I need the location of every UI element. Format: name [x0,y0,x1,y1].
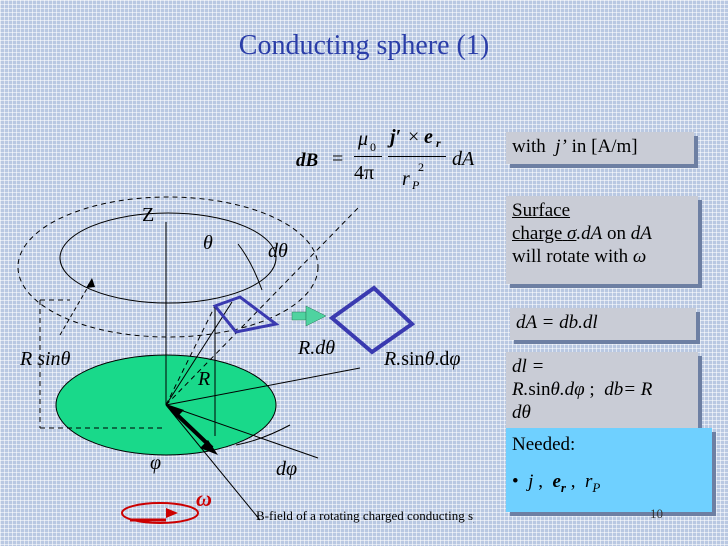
label-theta: θ [203,232,213,254]
rsin-pointer [59,279,93,336]
box-da-eq: dA = db.dl [510,308,696,340]
green-arrow-shaft [291,311,307,321]
formula-e: e [424,126,433,148]
label-rdtheta: R.dθ [298,337,336,359]
label-omega: ω [196,486,212,511]
label-z: Z [142,204,155,226]
formula-r-sub: P [412,178,420,192]
ray-lower-right [165,404,319,459]
dtheta-arc [237,243,263,291]
formula-r: r [402,168,410,190]
formula-eq: = [332,148,344,170]
outer-dashed-ring [17,196,319,338]
formula-times: × [408,126,420,148]
label-phi: φ [150,452,162,474]
label-r: R [198,368,211,390]
biot-savart-formula: dB = μ 0 4π j′ × e r r P 2 dA [296,112,496,202]
radius-to-patch [165,301,233,406]
dashed-radius-1 [165,305,216,406]
label-rsintheta: R sinθ [20,348,71,370]
upper-ring [59,212,277,304]
radius-arrow-head-2 [200,440,218,455]
box-with-j: with j’ in [A/m] [506,132,694,164]
omega-arrow-head [166,508,178,518]
label-dtheta: dθ [268,240,288,262]
dashed-radius-2 [165,207,359,406]
dphi-arc [235,424,291,446]
radius-arrow-head-1 [166,404,184,418]
box-surface-charge: Surface charge σ.dA on dA will rotate wi… [506,196,698,284]
formula-e-sub: r [436,136,441,150]
radius-arrow-shaft [170,408,214,450]
rsin-pointer-head [86,278,95,288]
ray-far [165,367,361,406]
formula-4pi: 4π [354,162,375,184]
ray-bottom [165,404,261,521]
box-dl: dl = R.sinθ.dφ ; db= R dθ [506,352,698,432]
page-number: 10 [650,506,663,521]
enlarged-patch [328,285,416,355]
formula-j: j′ [390,126,402,148]
formula-da: dA [452,148,475,170]
fraction-bar-2 [388,156,446,157]
formula-mu: μ [358,128,369,150]
slide-title: Conducting sphere (1) [238,30,490,61]
formula-mu-sub: 0 [370,140,376,154]
fraction-bar-1 [354,156,382,157]
slide-footer: B-field of a rotating charged conducting… [256,508,474,523]
label-rsinthetadphi: R.sinθ.dφ [384,348,461,370]
formula-r-sq: 2 [418,160,424,174]
surface-patch [212,295,280,334]
green-arrow-head [305,305,327,327]
formula-db: dB [296,150,319,171]
omega-rotation [121,502,199,524]
label-dphi: dφ [276,458,298,480]
box-needed: Needed: • j , er , rP [506,428,712,512]
